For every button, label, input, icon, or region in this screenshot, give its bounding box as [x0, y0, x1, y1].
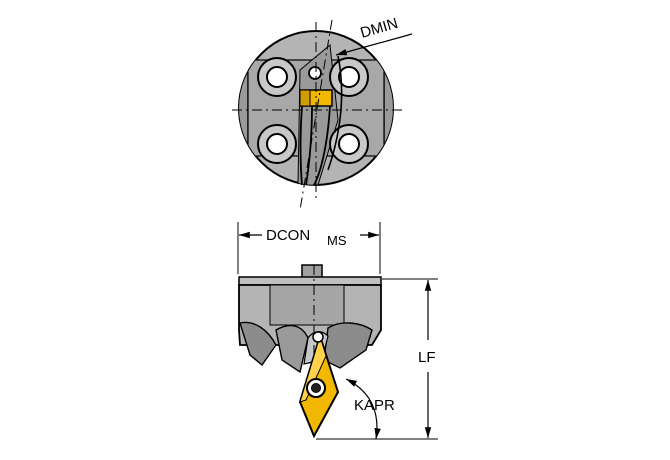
screw-hole-top-right	[329, 57, 369, 97]
side-view: DCON MS LF KAPR	[237, 222, 438, 440]
screw-hole-top-left	[257, 57, 297, 97]
dmin-leader	[335, 33, 413, 56]
coolant-hole	[308, 66, 322, 80]
dcon-label: DCON	[266, 227, 310, 244]
dcon-subscript: MS	[327, 233, 347, 248]
screw-hole-bottom-right	[329, 124, 369, 164]
lf-label: LF	[418, 349, 436, 366]
dmin-label: DMIN	[358, 15, 400, 42]
kapr-label: KAPR	[354, 397, 395, 414]
top-view: DMIN	[232, 15, 413, 211]
kapr-arc	[345, 378, 381, 440]
screw-hole-bottom-left	[257, 124, 297, 164]
